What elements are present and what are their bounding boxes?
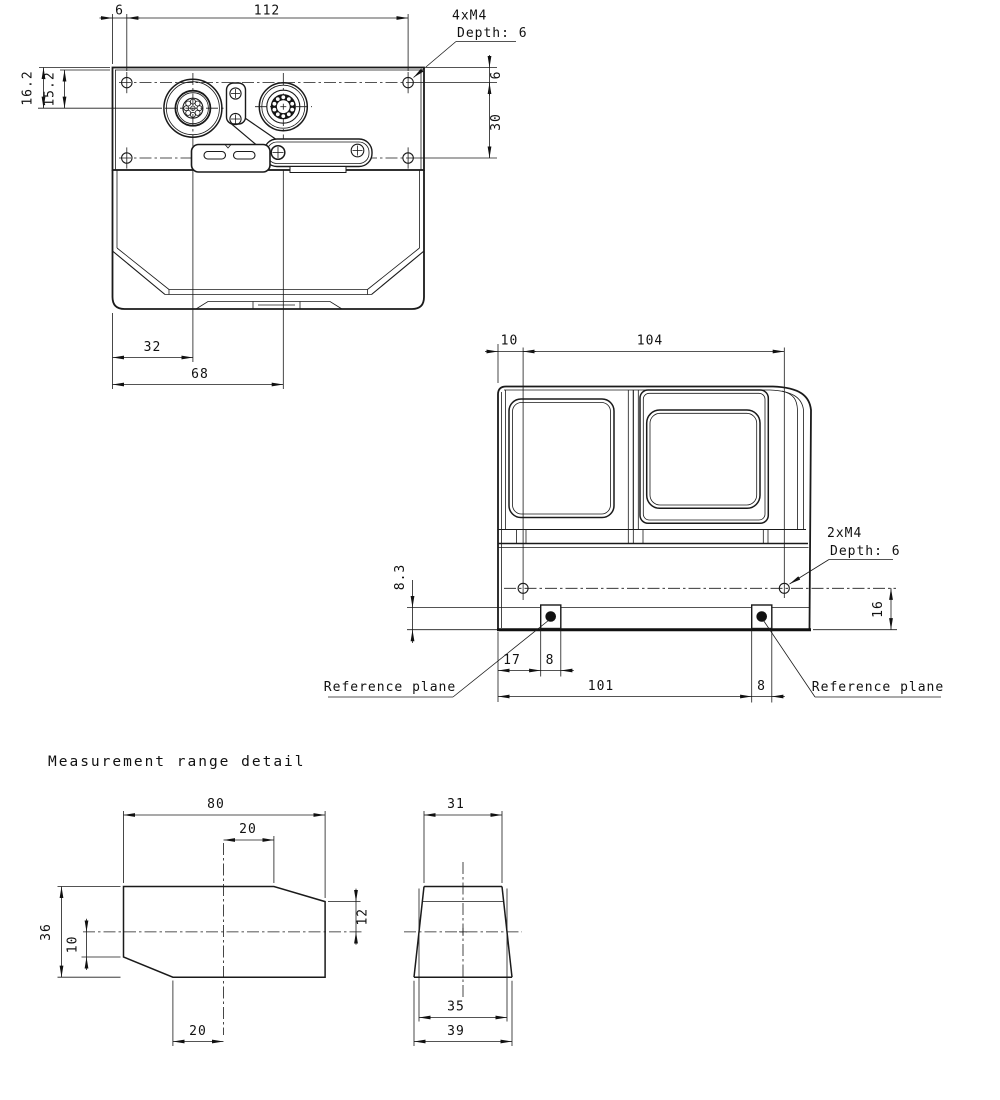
dim-range-bottom-offset: 20 [189, 1024, 207, 1039]
lever-assembly [190, 82, 373, 173]
dim-edge-to-hole-front: 10 [501, 334, 519, 349]
dim-edge-to-hole-top: 6 [115, 4, 124, 19]
connector-8pin [258, 81, 309, 132]
top-view-dimensions [38, 14, 516, 389]
range-trapezoid [404, 862, 522, 1022]
dim-range-mid-width: 35 [447, 1000, 465, 1015]
front-mounting-holes [517, 347, 790, 600]
top-view: 6 112 4xM4 Depth: 6 16.2 15.2 6 30 32 68 [21, 4, 528, 389]
section-title: Measurement range detail [48, 754, 306, 770]
dim-8-3: 8.3 [393, 564, 408, 590]
reference-pad-left [540, 604, 562, 630]
connector-12pin [163, 78, 223, 138]
dim-101: 101 [588, 679, 614, 694]
range-front-dimensions [57, 811, 361, 1046]
dim-16-2: 16.2 [21, 70, 36, 105]
dim-15-2: 15.2 [43, 71, 58, 106]
dim-hole-spacing-front: 104 [637, 334, 663, 349]
mounting-hole [402, 147, 414, 169]
dim-range-width: 80 [207, 797, 225, 812]
dim-17: 17 [503, 653, 521, 668]
range-detail-side: 31 35 39 [404, 797, 522, 1046]
laser-window [508, 398, 615, 519]
mounting-hole [121, 72, 133, 94]
dim-range-near-offset: 20 [239, 822, 257, 837]
front-view-dimensions [328, 344, 941, 703]
dim-8-left-pad: 8 [546, 653, 555, 668]
mounting-hole [121, 147, 133, 169]
label-reference-plane-left: Reference plane [324, 680, 456, 695]
reference-pads [540, 604, 773, 630]
callout-thread-top: 4xM4 [452, 9, 487, 24]
dim-connector2-offset: 68 [191, 367, 209, 382]
mounting-holes [121, 72, 414, 169]
callout-thread-front: 2xM4 [827, 526, 862, 541]
reference-pad-right [751, 604, 773, 630]
dim-hole-spacing-top: 112 [254, 4, 280, 19]
dim-hole-row-spacing: 30 [489, 113, 504, 131]
dim-connector1-offset: 32 [144, 340, 162, 355]
front-view: 10 104 2xM4 Depth: 6 8.3 16 17 8 101 8 R… [324, 334, 944, 703]
slotted-plate [190, 143, 271, 173]
front-outline [497, 385, 812, 632]
housing-outline [111, 66, 425, 310]
range-side-dimensions [413, 811, 513, 1046]
dim-range-near-width: 31 [447, 797, 465, 812]
dim-range-lower-half: 10 [66, 936, 81, 954]
mounting-hole [402, 72, 414, 94]
receiver-window [639, 389, 770, 525]
callout-thread-top-depth: Depth: 6 [457, 26, 528, 41]
dim-top-to-hole-row: 6 [489, 71, 504, 80]
band-ticks [516, 529, 769, 544]
dim-range-far-width: 39 [447, 1024, 465, 1039]
dim-16: 16 [871, 600, 886, 618]
dim-8-right-pad: 8 [757, 679, 766, 694]
range-profile [122, 885, 326, 978]
callout-thread-front-depth: Depth: 6 [830, 544, 901, 559]
screws [229, 87, 365, 161]
dim-range-far-height: 12 [356, 908, 371, 926]
grounding-bracket [225, 82, 247, 125]
range-detail-front: 80 20 36 10 12 20 [39, 797, 371, 1046]
dim-range-height: 36 [39, 923, 54, 941]
label-reference-plane-right: Reference plane [812, 680, 944, 695]
